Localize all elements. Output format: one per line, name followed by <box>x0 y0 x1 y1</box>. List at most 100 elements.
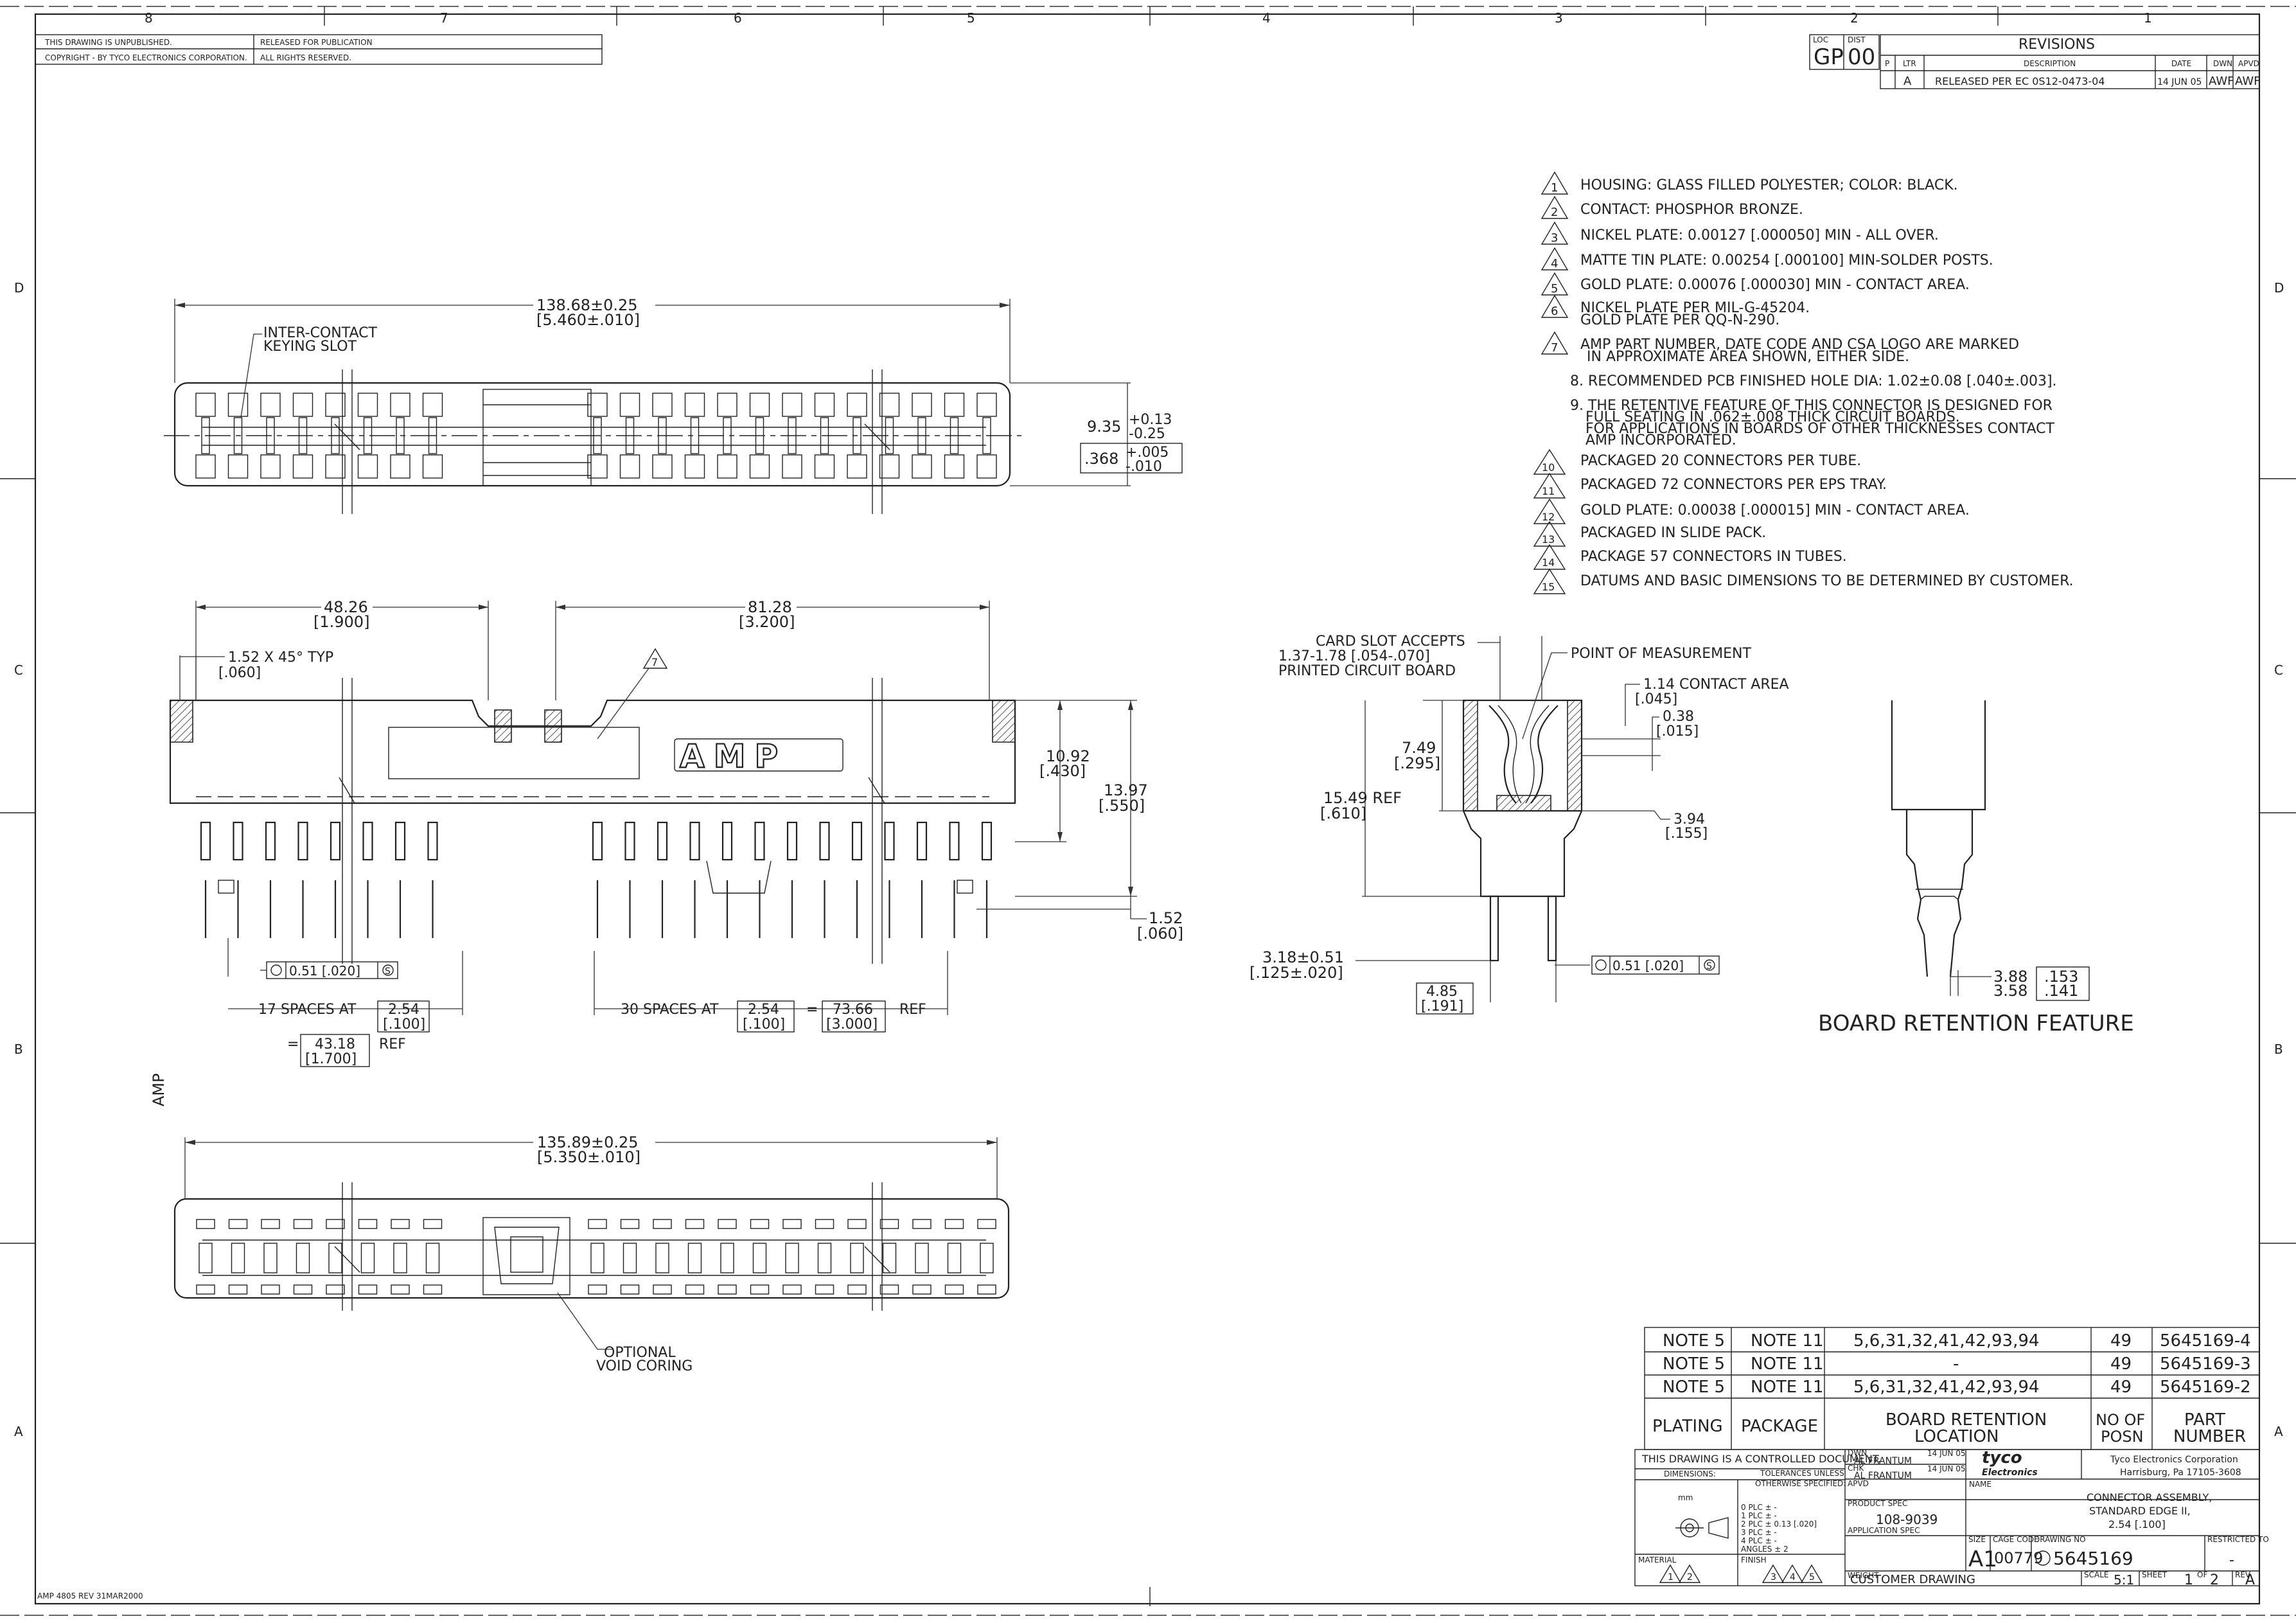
rev-apvd-value: AWF <box>2235 75 2260 88</box>
chamfer-dimension: 1.52 X 45° TYP [.060] <box>179 650 333 700</box>
spaces-17-label: 17 SPACES AT <box>258 1002 357 1018</box>
tab-r2-part: 5645169-3 <box>2160 1354 2251 1374</box>
bottom-contact <box>720 1243 734 1273</box>
bottom-cavity-upper <box>620 1219 640 1229</box>
amp-logo: AMP <box>674 737 843 776</box>
bottom-contact <box>850 1243 864 1273</box>
ref-17: REF <box>379 1036 406 1052</box>
equals-30: = <box>806 1002 818 1018</box>
tab-r1-part: 5645169-4 <box>2160 1331 2251 1351</box>
tab-r3-part: 5645169-2 <box>2160 1378 2251 1397</box>
bottom-contact <box>263 1243 278 1273</box>
company-name: Tyco Electronics Corporation <box>2110 1455 2238 1465</box>
top-cavity-lower <box>587 454 608 479</box>
retention-dim-1-in: .153 <box>2044 968 2078 986</box>
top-cavity-upper <box>717 393 737 417</box>
bottom-cavity-lower <box>944 1284 964 1295</box>
top-cavity-lower <box>195 454 216 479</box>
dim-3-18-value: 3.18±0.51 <box>1262 948 1344 966</box>
zone-col-2: 2 <box>1850 10 1859 26</box>
bottom-cavity-lower <box>718 1284 737 1295</box>
bottom-cavity-lower <box>847 1284 867 1295</box>
scale-label: SCALE <box>2084 1570 2108 1579</box>
bottom-cavity-lower <box>782 1284 802 1295</box>
tab-r1-plating: NOTE 5 <box>1663 1331 1725 1351</box>
bottom-amp-mark: AMP <box>150 1073 168 1106</box>
svg-text:10: 10 <box>1542 461 1555 474</box>
zone-row-d-right: D <box>2274 280 2284 296</box>
bottom-contact <box>655 1243 669 1273</box>
rev-col-desc: DESCRIPTION <box>2024 59 2076 68</box>
top-cavity-upper <box>357 393 378 417</box>
top-height-in-plus: +.005 <box>1126 445 1169 461</box>
front-pin-upper <box>851 821 863 861</box>
tab-header-part-1: PART <box>2184 1410 2225 1430</box>
top-width-dimension: 138.68±0.25 [5.460±.010] <box>174 296 1011 383</box>
top-cavity-upper <box>619 393 640 417</box>
tyco-logo: tyco Electronics <box>1982 1448 2038 1478</box>
bottom-contact <box>947 1243 962 1273</box>
product-spec-label: PRODUCT SPEC <box>1848 1499 1907 1508</box>
tab-header-location-1: BOARD RETENTION <box>1885 1410 2047 1430</box>
c-logo-icon <box>2035 1550 2051 1566</box>
finish-label: FINISH <box>1741 1556 1767 1565</box>
card-slot-2: 1.37-1.78 [.054-.070] <box>1278 648 1430 664</box>
note-flag-13: 13 <box>1533 520 1566 547</box>
note-flag-14: 14 <box>1533 544 1566 570</box>
dim-13-97-value: 13.97 <box>1104 781 1148 799</box>
note-9b: FULL SEATING IN .062±.008 THICK CIRCUIT … <box>1585 409 1960 425</box>
svg-text:4: 4 <box>1790 1572 1796 1583</box>
application-spec-label: APPLICATION SPEC <box>1848 1526 1920 1535</box>
tab-r2-posn: 49 <box>2110 1354 2132 1374</box>
zone-row-d-left: D <box>14 280 24 296</box>
note-14: PACKAGE 57 CONNECTORS IN TUBES. <box>1580 549 1847 565</box>
bottom-contact <box>752 1243 767 1273</box>
front-pin-upper <box>689 821 700 861</box>
note-6b: GOLD PLATE PER QQ-N-290. <box>1580 312 1779 328</box>
chk-label: CHK <box>1848 1464 1864 1473</box>
note-7a: AMP PART NUMBER, DATE CODE AND CSA LOGO … <box>1580 337 2019 353</box>
top-break-lines <box>334 369 890 514</box>
bottom-contact <box>980 1243 994 1273</box>
top-height-inches: .368 <box>1084 450 1118 468</box>
note-flag-6: 6 <box>1541 294 1569 318</box>
note-flag-3: 3 <box>1541 221 1569 245</box>
void-label-1: OPTIONAL <box>604 1345 676 1361</box>
bottom-cavity-upper <box>782 1219 802 1229</box>
zone-col-7: 7 <box>440 10 448 26</box>
top-cavity-upper <box>390 393 411 417</box>
tolerance-label-2: OTHERWISE SPECIFIED: <box>1755 1479 1846 1488</box>
retention-dim-2-in: .141 <box>2044 982 2078 1000</box>
bottom-cavity-upper <box>977 1219 996 1229</box>
bottom-cavity-upper <box>391 1219 410 1229</box>
part-name-1: CONNECTOR ASSEMBLY, <box>2087 1491 2212 1503</box>
note-flag-4: 4 <box>1541 247 1569 270</box>
bottom-cavity-lower <box>912 1284 932 1295</box>
publication-header: THIS DRAWING IS UNPUBLISHED. COPYRIGHT -… <box>35 34 603 65</box>
tab-r1-package: NOTE 11 <box>1751 1331 1824 1351</box>
scale-value: 5:1 <box>2114 1572 2134 1588</box>
rev-col-apvd: APVD <box>2238 59 2259 68</box>
top-cavity-upper <box>422 393 443 417</box>
note-9c: FOR APPLICATIONS IN BOARDS OF OTHER THIC… <box>1585 421 2054 437</box>
part-name-3: 2.54 [.100] <box>2108 1518 2166 1530</box>
note-flag-15: 15 <box>1533 568 1566 594</box>
svg-text:2: 2 <box>1687 1572 1693 1583</box>
note-1: HOUSING: GLASS FILLED POLYESTER; COLOR: … <box>1580 177 1958 193</box>
form-footer: AMP 4805 REV 31MAR2000 <box>37 1592 143 1601</box>
front-pin-upper <box>657 821 668 861</box>
bottom-cavity-lower <box>620 1284 640 1295</box>
top-cavity-upper <box>749 393 770 417</box>
rev-col-date: DATE <box>2171 59 2191 68</box>
note-11: PACKAGED 72 CONNECTORS PER EPS TRAY. <box>1580 477 1887 493</box>
bottom-cavity-upper <box>718 1219 737 1229</box>
sheet-border <box>0 6 2296 1616</box>
product-spec-value: 108-9039 <box>1876 1512 1938 1527</box>
retention-title: BOARD RETENTION FEATURE <box>1818 1011 2134 1036</box>
bottom-cavity-upper <box>261 1219 280 1229</box>
equals-17: = <box>287 1036 299 1052</box>
retention-dim-1: 3.88 <box>1993 968 2027 986</box>
revisions-title: REVISIONS <box>2018 37 2095 53</box>
note-flag-2: 2 <box>1541 195 1569 219</box>
tolerance-line-6: ANGLES ± 2 <box>1741 1545 1788 1554</box>
